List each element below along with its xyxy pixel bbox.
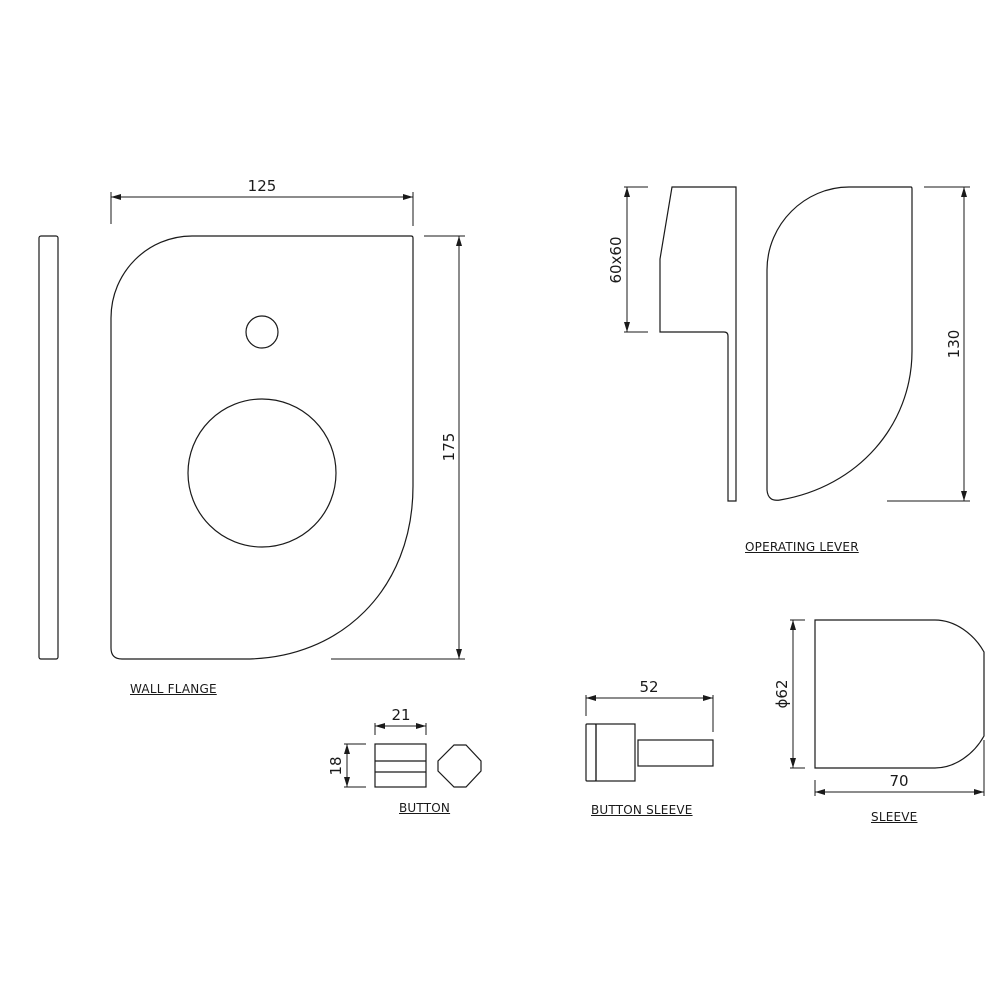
lever-front-view <box>766 186 913 501</box>
button-label: BUTTON <box>399 801 451 815</box>
button-hole <box>245 315 279 349</box>
button-sleeve-rim <box>585 723 597 782</box>
lever-side-view <box>659 186 737 502</box>
flange-width-dim: 125 <box>248 177 277 195</box>
button-sleeve-label: BUTTON SLEEVE <box>591 803 693 817</box>
lever-section-dim: 60x60 <box>607 236 625 283</box>
operating-lever-label: OPERATING LEVER <box>745 540 859 554</box>
lever-height-dim: 130 <box>945 330 963 359</box>
button-sleeve-group: 52 <box>585 678 714 782</box>
button-width-dim: 21 <box>391 706 410 724</box>
sleeve-side-view <box>814 619 985 769</box>
sleeve-length-dim: 70 <box>889 772 908 790</box>
wall-flange-label: WALL FLANGE <box>130 682 217 696</box>
sleeve-diameter-dim: ϕ62 <box>773 680 791 709</box>
flange-height-dim: 175 <box>440 433 458 462</box>
operating-lever-group: 60x60 130 <box>607 186 970 502</box>
wall-flange-group: 125 175 <box>38 177 465 660</box>
wall-flange-front-view <box>110 235 414 660</box>
button-group: 21 18 <box>327 706 482 788</box>
button-sleeve-length-dim: 52 <box>639 678 658 696</box>
sleeve-group: ϕ62 70 <box>773 619 985 796</box>
button-height-dim: 18 <box>327 756 345 775</box>
wall-flange-side-view <box>38 235 59 660</box>
button-sleeve-stem <box>637 739 714 767</box>
button-top-view <box>437 744 482 788</box>
button-side-view <box>374 743 427 788</box>
lever-hole <box>187 398 337 548</box>
sleeve-label: SLEEVE <box>871 810 918 824</box>
button-sleeve-body <box>595 723 636 782</box>
